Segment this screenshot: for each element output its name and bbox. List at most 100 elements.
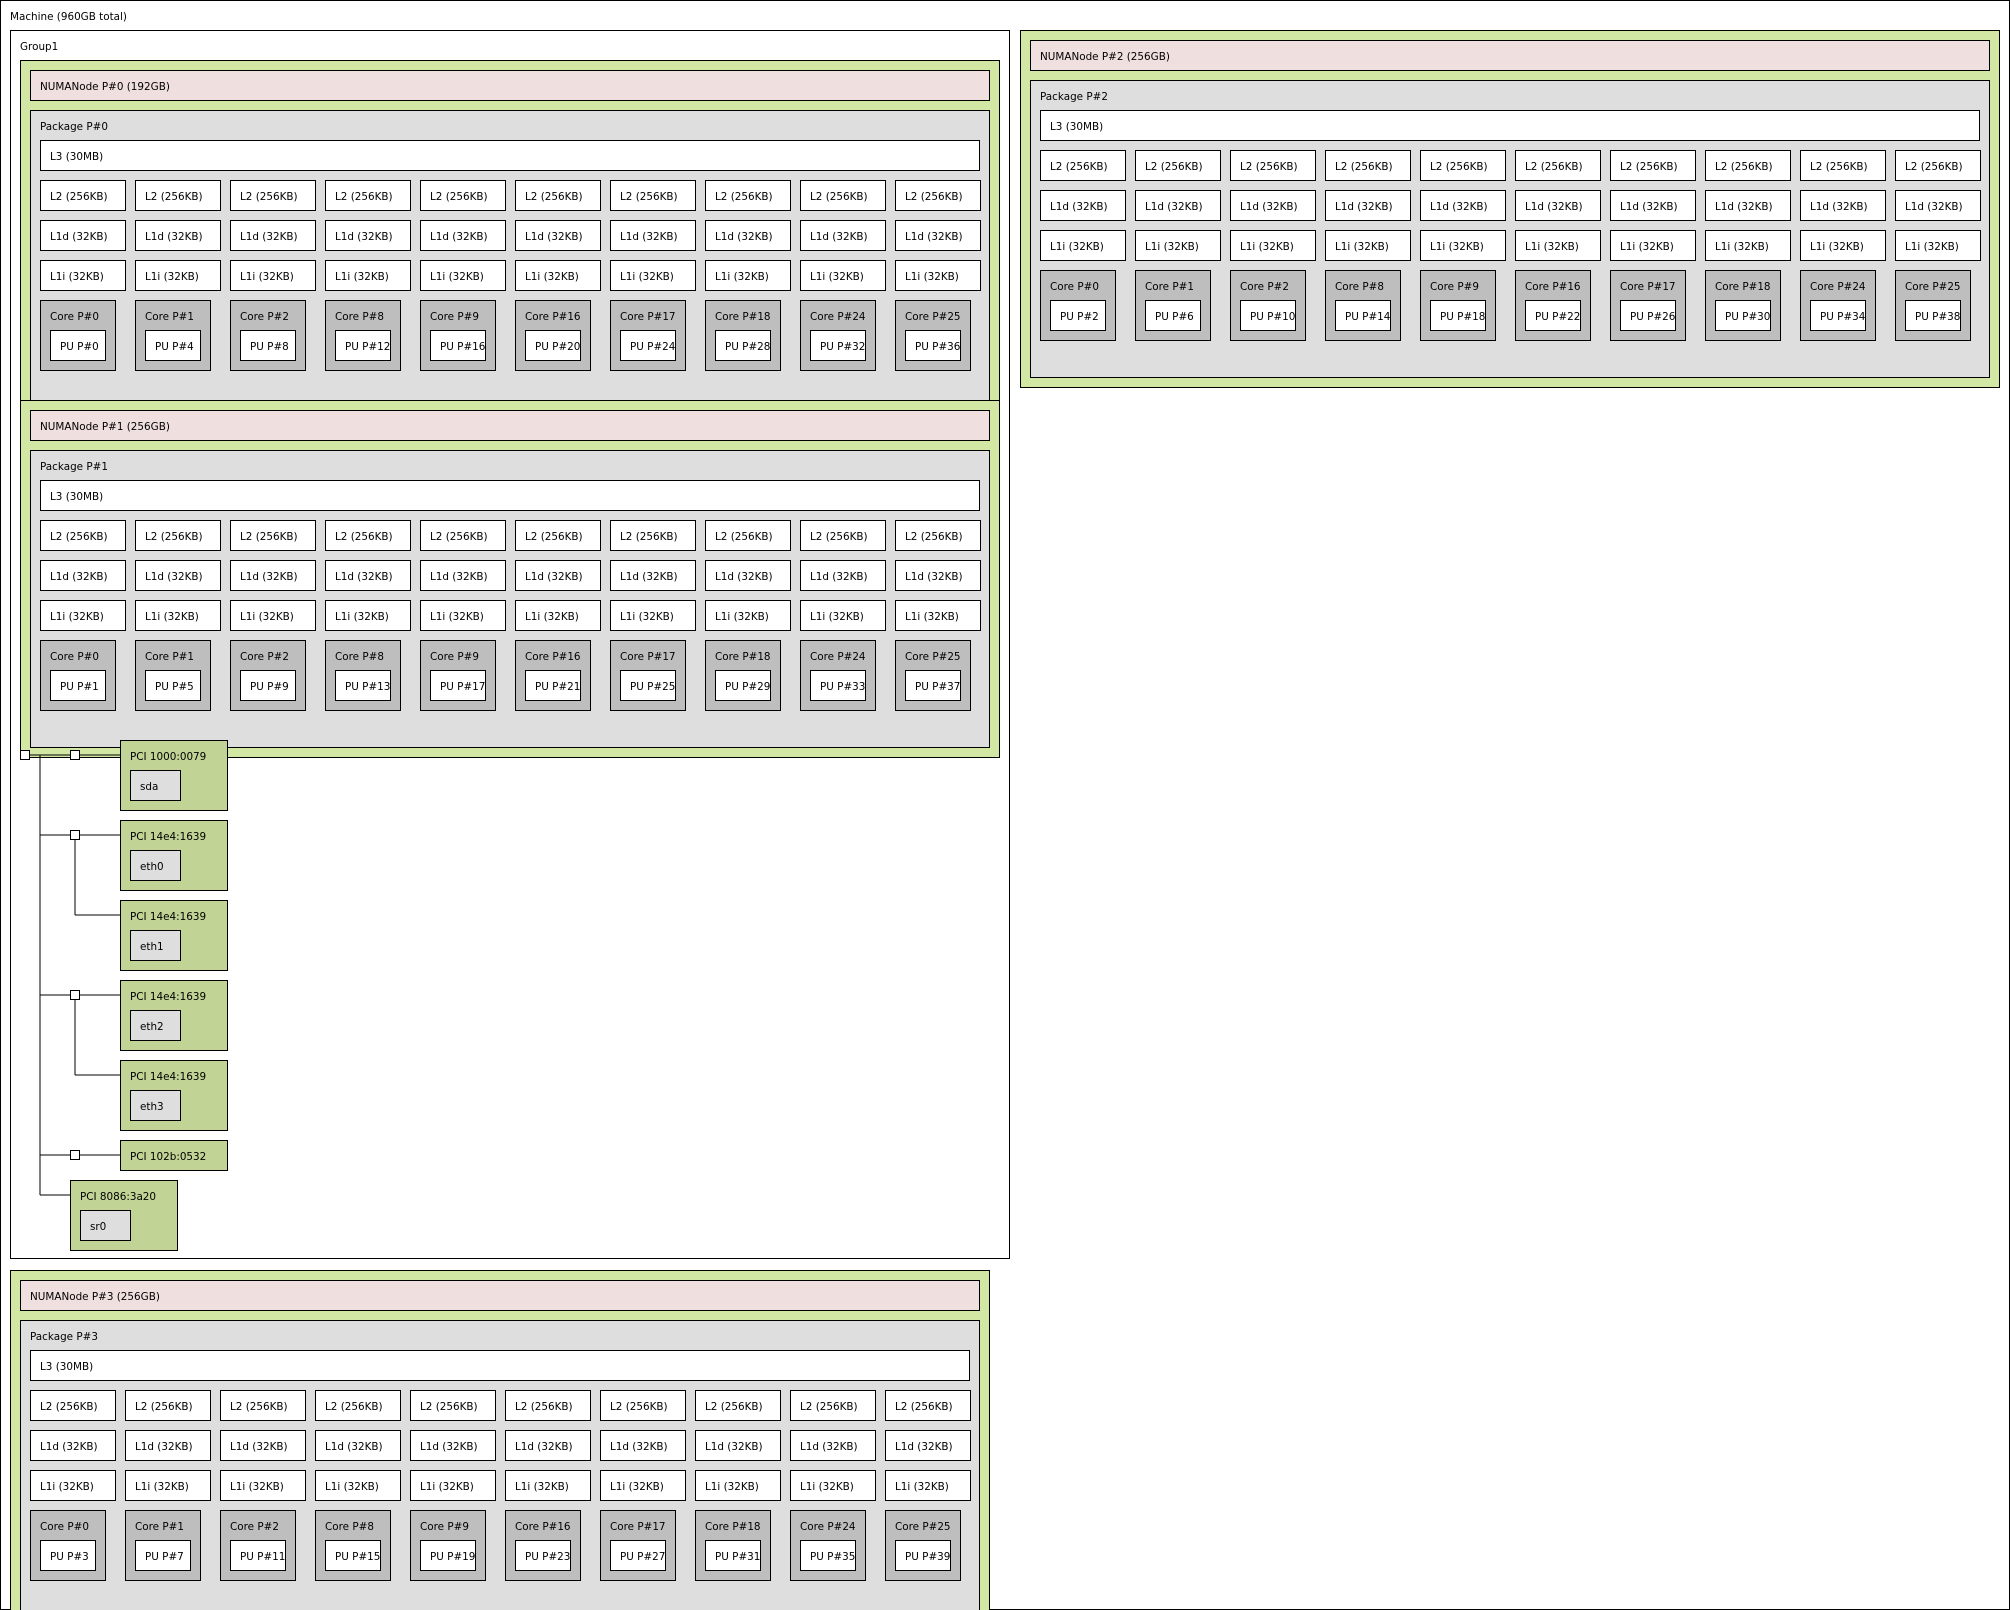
l1d-cache[interactable] [705, 560, 791, 591]
pci-bridge-node[interactable] [70, 1150, 80, 1160]
l1i-cache[interactable] [40, 600, 126, 631]
pu-box[interactable] [1715, 300, 1771, 331]
pu-box[interactable] [715, 330, 771, 361]
l1i-cache[interactable] [515, 600, 601, 631]
pu-box[interactable] [1430, 300, 1486, 331]
l1d-cache[interactable] [1040, 190, 1126, 221]
l1i-cache[interactable] [1325, 230, 1411, 261]
l1d-cache[interactable] [1135, 190, 1221, 221]
pu-box[interactable] [50, 670, 106, 701]
pu-box[interactable] [810, 670, 866, 701]
l1d-cache[interactable] [315, 1430, 401, 1461]
pu-box[interactable] [430, 670, 486, 701]
l1d-cache[interactable] [610, 560, 696, 591]
l1i-cache[interactable] [1705, 230, 1791, 261]
l2-cache[interactable] [505, 1390, 591, 1421]
l1d-cache[interactable] [505, 1430, 591, 1461]
os-device-box[interactable] [130, 770, 181, 801]
l2-cache[interactable] [1135, 150, 1221, 181]
l1d-cache[interactable] [895, 560, 981, 591]
pu-box[interactable] [1525, 300, 1581, 331]
l1d-cache[interactable] [40, 220, 126, 251]
l1d-cache[interactable] [885, 1430, 971, 1461]
l1d-cache[interactable] [515, 220, 601, 251]
l2-cache[interactable] [515, 180, 601, 211]
l1i-cache[interactable] [1800, 230, 1886, 261]
pu-box[interactable] [1240, 300, 1296, 331]
os-device-box[interactable] [130, 1010, 181, 1041]
pu-box[interactable] [40, 1540, 96, 1571]
pu-box[interactable] [525, 330, 581, 361]
l1d-cache[interactable] [790, 1430, 876, 1461]
l2-cache[interactable] [1325, 150, 1411, 181]
pu-box[interactable] [1905, 300, 1961, 331]
l2-cache[interactable] [895, 520, 981, 551]
l1d-cache[interactable] [420, 220, 506, 251]
l3-cache[interactable] [30, 1350, 970, 1381]
l2-cache[interactable] [610, 180, 696, 211]
l1i-cache[interactable] [135, 600, 221, 631]
pu-box[interactable] [905, 330, 961, 361]
l1i-cache[interactable] [325, 600, 411, 631]
l3-cache[interactable] [40, 140, 980, 171]
os-device-box[interactable] [130, 850, 181, 881]
l1d-cache[interactable] [325, 560, 411, 591]
pu-box[interactable] [240, 670, 296, 701]
l1i-cache[interactable] [410, 1470, 496, 1501]
l2-cache[interactable] [515, 520, 601, 551]
pu-box[interactable] [335, 330, 391, 361]
l1d-cache[interactable] [1515, 190, 1601, 221]
l2-cache[interactable] [420, 520, 506, 551]
l2-cache[interactable] [315, 1390, 401, 1421]
l1d-cache[interactable] [800, 220, 886, 251]
host-bridge-node[interactable] [20, 750, 30, 760]
pu-box[interactable] [430, 330, 486, 361]
l1d-cache[interactable] [705, 220, 791, 251]
pu-box[interactable] [525, 670, 581, 701]
l2-cache[interactable] [695, 1390, 781, 1421]
l1i-cache[interactable] [420, 600, 506, 631]
pu-box[interactable] [325, 1540, 381, 1571]
pu-box[interactable] [1145, 300, 1201, 331]
pu-box[interactable] [1335, 300, 1391, 331]
l2-cache[interactable] [30, 1390, 116, 1421]
pu-box[interactable] [705, 1540, 761, 1571]
l1d-cache[interactable] [125, 1430, 211, 1461]
l2-cache[interactable] [705, 180, 791, 211]
l2-cache[interactable] [705, 520, 791, 551]
l1i-cache[interactable] [515, 260, 601, 291]
l2-cache[interactable] [220, 1390, 306, 1421]
l1d-cache[interactable] [230, 560, 316, 591]
l2-cache[interactable] [135, 180, 221, 211]
pu-box[interactable] [905, 670, 961, 701]
l2-cache[interactable] [800, 520, 886, 551]
pu-box[interactable] [335, 670, 391, 701]
l2-cache[interactable] [230, 180, 316, 211]
l1d-cache[interactable] [695, 1430, 781, 1461]
pu-box[interactable] [240, 330, 296, 361]
l1i-cache[interactable] [600, 1470, 686, 1501]
pu-box[interactable] [1050, 300, 1106, 331]
pu-box[interactable] [1810, 300, 1866, 331]
l1i-cache[interactable] [1230, 230, 1316, 261]
os-device-box[interactable] [80, 1210, 131, 1241]
l1d-cache[interactable] [230, 220, 316, 251]
l1i-cache[interactable] [1895, 230, 1981, 261]
pu-box[interactable] [515, 1540, 571, 1571]
l2-cache[interactable] [790, 1390, 876, 1421]
l2-cache[interactable] [1420, 150, 1506, 181]
l2-cache[interactable] [610, 520, 696, 551]
l1d-cache[interactable] [515, 560, 601, 591]
os-device-box[interactable] [130, 1090, 181, 1121]
pu-box[interactable] [715, 670, 771, 701]
l1i-cache[interactable] [505, 1470, 591, 1501]
l2-cache[interactable] [1515, 150, 1601, 181]
l1i-cache[interactable] [420, 260, 506, 291]
pu-box[interactable] [895, 1540, 951, 1571]
pu-box[interactable] [50, 330, 106, 361]
l2-cache[interactable] [125, 1390, 211, 1421]
l1i-cache[interactable] [220, 1470, 306, 1501]
pci-bridge-node[interactable] [70, 750, 80, 760]
l1i-cache[interactable] [40, 260, 126, 291]
pci-device-box[interactable] [120, 1140, 228, 1171]
